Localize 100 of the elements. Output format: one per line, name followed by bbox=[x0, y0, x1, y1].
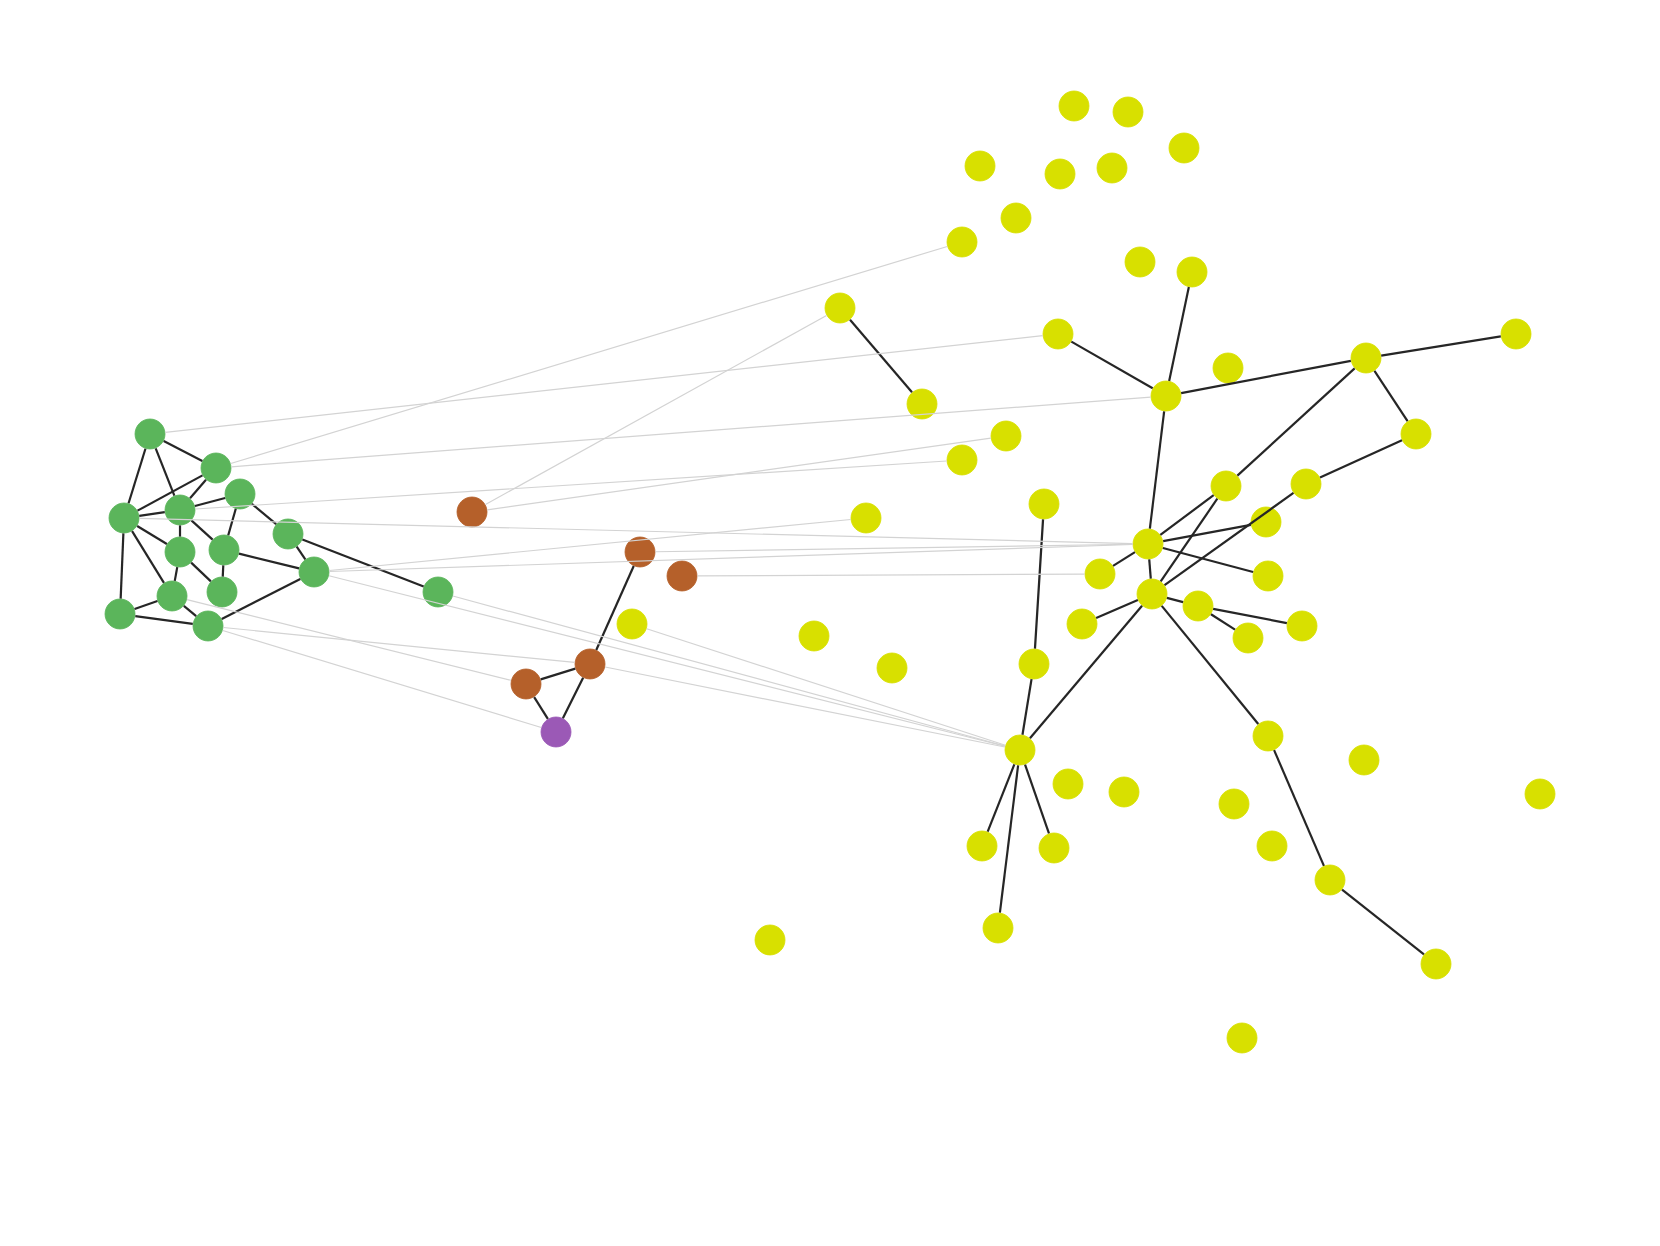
edge-line bbox=[230, 396, 1152, 468]
edge-line bbox=[1162, 523, 1252, 543]
network-node bbox=[1096, 152, 1128, 184]
edge-line bbox=[595, 565, 635, 651]
network-node bbox=[156, 580, 188, 612]
network-node bbox=[966, 830, 998, 862]
edge-line bbox=[135, 615, 193, 625]
network-node bbox=[540, 716, 572, 748]
network-node bbox=[206, 576, 238, 608]
network-node bbox=[1182, 590, 1214, 622]
edge-line bbox=[1159, 494, 1215, 536]
edge-line bbox=[222, 629, 542, 729]
network-node bbox=[1044, 158, 1076, 190]
edge-line bbox=[533, 696, 549, 720]
network-node bbox=[1018, 648, 1050, 680]
edge-line bbox=[154, 447, 176, 497]
edge-line bbox=[301, 538, 425, 588]
edge-line bbox=[183, 605, 197, 617]
network-node bbox=[1150, 380, 1182, 412]
network-node bbox=[208, 534, 240, 566]
network-node bbox=[164, 494, 196, 526]
edge-line bbox=[127, 448, 147, 504]
network-node bbox=[134, 418, 166, 450]
network-node bbox=[1212, 352, 1244, 384]
network-node bbox=[1226, 1022, 1258, 1054]
edge-line bbox=[604, 666, 1006, 748]
edge-line bbox=[696, 573, 1086, 577]
network-node bbox=[1348, 744, 1380, 776]
network-node bbox=[1218, 788, 1250, 820]
edge-line bbox=[1112, 551, 1136, 567]
network-node bbox=[1112, 96, 1144, 128]
network-node bbox=[1420, 948, 1452, 980]
network-node bbox=[298, 556, 330, 588]
network-node bbox=[104, 598, 136, 630]
edge-line bbox=[186, 599, 512, 681]
network-node bbox=[1350, 342, 1382, 374]
network-node bbox=[616, 608, 648, 640]
edge-line bbox=[134, 600, 158, 610]
network-node bbox=[1250, 506, 1282, 538]
edge-line bbox=[1024, 764, 1050, 834]
edge-line bbox=[138, 517, 1134, 545]
network-node bbox=[1124, 246, 1156, 278]
network-node bbox=[574, 648, 606, 680]
edge-line bbox=[1381, 335, 1501, 357]
edge-line bbox=[486, 437, 992, 511]
edge-line bbox=[238, 552, 300, 570]
edge-line bbox=[251, 503, 277, 525]
edge-line bbox=[137, 474, 203, 512]
edge-line bbox=[1033, 519, 1045, 649]
edge-line bbox=[190, 561, 212, 583]
edge-line bbox=[1162, 546, 1254, 574]
network-node bbox=[1252, 560, 1284, 592]
edge-line bbox=[1070, 340, 1154, 390]
network-node bbox=[624, 536, 656, 568]
network-node bbox=[1176, 256, 1208, 288]
network-node bbox=[666, 560, 698, 592]
network-node bbox=[1084, 558, 1116, 590]
network-node bbox=[946, 444, 978, 476]
network-node bbox=[1400, 418, 1432, 450]
network-node bbox=[510, 668, 542, 700]
network-node bbox=[754, 924, 786, 956]
network-node bbox=[422, 576, 454, 608]
edge-line bbox=[194, 496, 226, 508]
edge-line bbox=[1163, 492, 1295, 586]
edge-line bbox=[1148, 559, 1152, 579]
edge-line bbox=[221, 578, 301, 620]
network-node bbox=[1256, 830, 1288, 862]
network-node bbox=[1052, 768, 1084, 800]
edge-line bbox=[194, 460, 948, 510]
edge-line bbox=[986, 763, 1016, 833]
network-node bbox=[1004, 734, 1036, 766]
network-node bbox=[1028, 488, 1060, 520]
edge-line bbox=[1319, 439, 1403, 479]
network-node bbox=[1042, 318, 1074, 350]
network-node bbox=[200, 452, 232, 484]
edge-line bbox=[1160, 605, 1260, 725]
network-node bbox=[876, 652, 908, 684]
network-node bbox=[824, 292, 856, 324]
network-node bbox=[1290, 468, 1322, 500]
edge-line bbox=[328, 518, 852, 572]
edge-line bbox=[452, 595, 1006, 747]
network-node bbox=[272, 518, 304, 550]
network-node bbox=[108, 502, 140, 534]
network-node bbox=[906, 388, 938, 420]
edge-line bbox=[189, 478, 207, 499]
edge-line bbox=[178, 525, 182, 537]
edge-line bbox=[1180, 359, 1352, 395]
edge-line bbox=[1210, 613, 1236, 631]
edge-line bbox=[484, 314, 828, 506]
edge-line bbox=[1273, 749, 1325, 867]
network-node bbox=[850, 502, 882, 534]
network-node bbox=[1286, 610, 1318, 642]
network-node bbox=[1252, 720, 1284, 752]
edge-line bbox=[998, 765, 1020, 913]
network-node bbox=[982, 912, 1014, 944]
network-node bbox=[1314, 864, 1346, 896]
edge-line bbox=[1021, 679, 1033, 735]
edge-line bbox=[227, 508, 237, 536]
network-node bbox=[1524, 778, 1556, 810]
network-node bbox=[1058, 90, 1090, 122]
